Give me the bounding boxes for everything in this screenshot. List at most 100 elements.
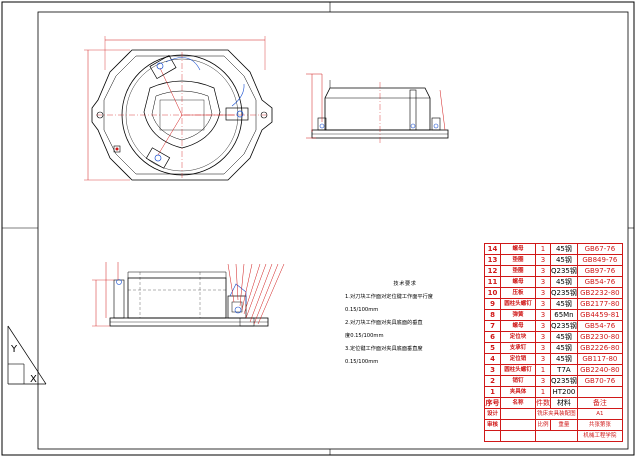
bom-cell-no: 11 bbox=[484, 276, 501, 288]
bom-cell-std: GB54-76 bbox=[576, 276, 623, 288]
side-view bbox=[306, 73, 449, 144]
title-block-row-2: 审核 比例重量共张第张 bbox=[484, 419, 623, 431]
bom-cell-mat: Q235钢 bbox=[550, 265, 578, 277]
requirement-line-5: 3.定位键工作面对夹具底面垂直度 bbox=[345, 346, 423, 352]
svg-text:Y: Y bbox=[10, 344, 18, 355]
bom-cell-qty: 3 bbox=[535, 309, 551, 321]
bom-cell-mat: 45钢 bbox=[550, 342, 578, 354]
ucs-axis-icon: Y X bbox=[7, 325, 47, 385]
bom-header-row: 序号名称件数材料备注 bbox=[484, 397, 623, 409]
bom-cell-mat: HT200 bbox=[550, 386, 578, 398]
bom-cell-mat: Q235钢 bbox=[550, 320, 578, 332]
sheet-size: A1 bbox=[576, 408, 623, 420]
bom-header-no: 序号 bbox=[484, 397, 501, 409]
bom-cell-qty: 1 bbox=[535, 243, 551, 255]
title-block-empty-2 bbox=[500, 419, 536, 431]
bom-cell-std: GB849-76 bbox=[576, 254, 623, 266]
bom-cell-name: 销钉 bbox=[500, 375, 536, 387]
technical-requirements: 技术要求 1.对刀块工作面对定位键工作面平行度 0.15/100mm 2.对刀块… bbox=[345, 278, 485, 369]
bom-cell-qty: 3 bbox=[535, 353, 551, 365]
scale-label: 比例 bbox=[535, 419, 551, 431]
bom-cell-mat: 45钢 bbox=[550, 331, 578, 343]
bom-cell-name: 垫圈 bbox=[500, 254, 536, 266]
bom-cell-name: 夹具体 bbox=[500, 386, 536, 398]
bom-cell-std: GB2240-80 bbox=[576, 364, 623, 376]
bom-cell-name: 垫圈 bbox=[500, 265, 536, 277]
bom-cell-name: 圆柱头螺钉 bbox=[500, 298, 536, 310]
bom-cell-std: GB54-76 bbox=[576, 320, 623, 332]
bom-cell-mat: 45钢 bbox=[550, 298, 578, 310]
bom-cell-std: GB117-80 bbox=[576, 353, 623, 365]
bom-cell-name: 定位块 bbox=[500, 331, 536, 343]
bom-cell-mat: Q235钢 bbox=[550, 287, 578, 299]
check-label: 审核 bbox=[484, 419, 501, 431]
bom-cell-no: 10 bbox=[484, 287, 501, 299]
title-block-empty-4 bbox=[500, 430, 536, 442]
bom-cell-name: 螺母 bbox=[500, 276, 536, 288]
title-block-empty-3 bbox=[484, 430, 501, 442]
bom-cell-no: 2 bbox=[484, 375, 501, 387]
bom-cell-qty: 3 bbox=[535, 331, 551, 343]
bom-cell-qty: 3 bbox=[535, 287, 551, 299]
bom-cell-name: 定位销 bbox=[500, 353, 536, 365]
bom-cell-mat: 45钢 bbox=[550, 353, 578, 365]
bom-cell-qty: 3 bbox=[535, 276, 551, 288]
school-name: 机械工程学院 bbox=[576, 430, 623, 442]
bom-cell-qty: 3 bbox=[535, 298, 551, 310]
bom-cell-qty: 3 bbox=[535, 342, 551, 354]
bom-cell-name: 支承钉 bbox=[500, 342, 536, 354]
svg-text:X: X bbox=[30, 374, 37, 385]
drawing-name: 铣床夹具装配图 bbox=[535, 408, 578, 420]
requirement-line-2: 0.15/100mm bbox=[345, 307, 379, 313]
title-block-row-3: 机械工程学院 bbox=[484, 430, 623, 442]
front-view bbox=[92, 262, 285, 327]
bom-header-mat: 材料 bbox=[550, 397, 578, 409]
bom-cell-no: 6 bbox=[484, 331, 501, 343]
title-block-empty bbox=[500, 408, 536, 420]
bom-cell-qty: 1 bbox=[535, 364, 551, 376]
bom-cell-no: 8 bbox=[484, 309, 501, 321]
bom-cell-mat: 65Mn bbox=[550, 309, 578, 321]
bom-cell-no: 3 bbox=[484, 364, 501, 376]
bom-header-qty: 件数 bbox=[535, 397, 551, 409]
bom-cell-std: GB2230-80 bbox=[576, 331, 623, 343]
drawing-inner-frame bbox=[37, 11, 629, 450]
requirement-line-4: 度0.15/100mm bbox=[345, 333, 384, 339]
bom-cell-no: 9 bbox=[484, 298, 501, 310]
bom-cell-qty: 3 bbox=[535, 265, 551, 277]
bom-header-name: 名称 bbox=[500, 397, 536, 409]
bom-cell-name: 弹簧 bbox=[500, 309, 536, 321]
bom-cell-std: GB2226-80 bbox=[576, 342, 623, 354]
bom-cell-std: GB97-76 bbox=[576, 265, 623, 277]
bom-cell-qty: 3 bbox=[535, 375, 551, 387]
bom-cell-std: GB4459-81 bbox=[576, 309, 623, 321]
top-view bbox=[84, 36, 273, 181]
weight-label: 重量 bbox=[550, 419, 578, 431]
bom-cell-std bbox=[576, 386, 623, 398]
bom-cell-no: 13 bbox=[484, 254, 501, 266]
bom-cell-name: 螺母 bbox=[500, 320, 536, 332]
bom-cell-std: GB70-76 bbox=[576, 375, 623, 387]
sheet-count: 共张第张 bbox=[576, 419, 623, 431]
requirement-line-6: 0.15/100mm bbox=[345, 359, 379, 365]
bom-cell-std: GB67-76 bbox=[576, 243, 623, 255]
requirement-line-1: 1.对刀块工作面对定位键工作面平行度 bbox=[345, 294, 433, 300]
bom-cell-qty: 1 bbox=[535, 386, 551, 398]
title-block-empty-5 bbox=[535, 430, 578, 442]
bom-cell-mat: 45钢 bbox=[550, 243, 578, 255]
bom-cell-mat: 45钢 bbox=[550, 254, 578, 266]
design-label: 设计 bbox=[484, 408, 501, 420]
bom-header-std: 备注 bbox=[576, 397, 623, 409]
